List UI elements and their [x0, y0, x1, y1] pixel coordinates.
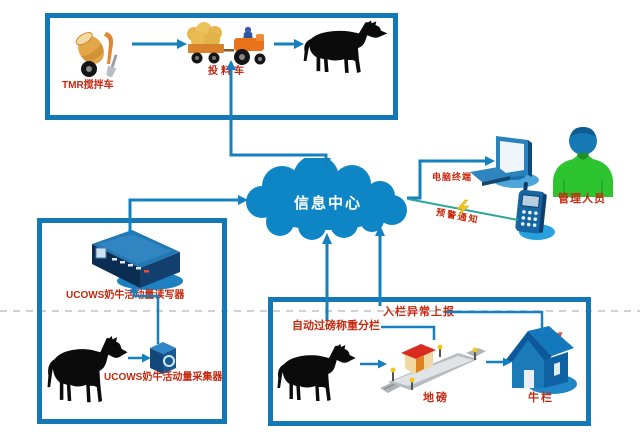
manager-label: 管理人员 — [558, 193, 606, 205]
terminal-label: 电脑终端 — [432, 172, 473, 182]
manager-person-icon — [553, 127, 613, 197]
pen-label: 牛栏 — [528, 392, 554, 404]
mobile-phone-icon — [515, 182, 555, 240]
cow-icon — [303, 20, 388, 73]
cow-icon — [47, 336, 128, 403]
feeding-group-box — [45, 13, 398, 120]
cow-icon — [277, 344, 356, 401]
sorting-label: 自动过磅称重分栏 — [292, 320, 380, 332]
feed-truck-icon — [187, 22, 266, 65]
truck-label: 投料车 — [208, 66, 247, 77]
collector-device-icon — [150, 342, 176, 374]
barn-icon — [505, 326, 577, 394]
mixer-label: TMR搅拌车 — [62, 80, 114, 91]
collector-label: UCOWS奶牛活动量采集器 — [104, 372, 223, 383]
scale-label: 地磅 — [423, 392, 449, 404]
weighing-group-box — [268, 297, 591, 426]
cement-mixer-icon — [75, 32, 118, 77]
reader-label: UCOWS奶牛活动量读写器 — [66, 290, 185, 301]
reader-device-icon — [92, 230, 183, 290]
cloud-title: 信息中心 — [294, 195, 363, 212]
report-label: 入栏异常上报 — [383, 306, 455, 318]
weighbridge-icon — [380, 344, 486, 393]
alert-label: 预警通知 — [435, 207, 481, 226]
